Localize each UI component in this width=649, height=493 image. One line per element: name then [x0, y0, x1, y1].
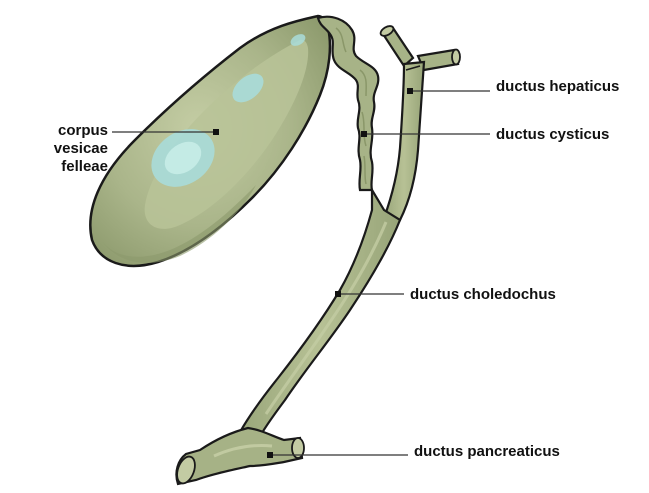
label-ductus-pancreaticus: ductus pancreaticus: [414, 443, 560, 461]
hepatic-duct: [379, 24, 460, 220]
label-ductus-cysticus: ductus cysticus: [496, 126, 609, 144]
common-bile-duct: [240, 190, 400, 440]
marker-cysticus: [361, 131, 367, 137]
label-ductus-hepaticus: ductus hepaticus: [496, 78, 619, 96]
marker-choledochus: [335, 291, 341, 297]
gallbladder-body: [90, 16, 330, 266]
marker-corpus: [213, 129, 219, 135]
pancreatic-duct: [174, 428, 304, 486]
marker-hepaticus: [407, 88, 413, 94]
label-corpus-line3: felleae: [6, 158, 108, 176]
marker-pancreaticus: [267, 452, 273, 458]
label-corpus-line1: corpus: [6, 122, 108, 140]
label-corpus-line2: vesicae: [6, 140, 108, 158]
label-ductus-choledochus: ductus choledochus: [410, 286, 556, 304]
label-corpus-vesicae-felleae: corpus vesicae felleae: [6, 122, 108, 176]
